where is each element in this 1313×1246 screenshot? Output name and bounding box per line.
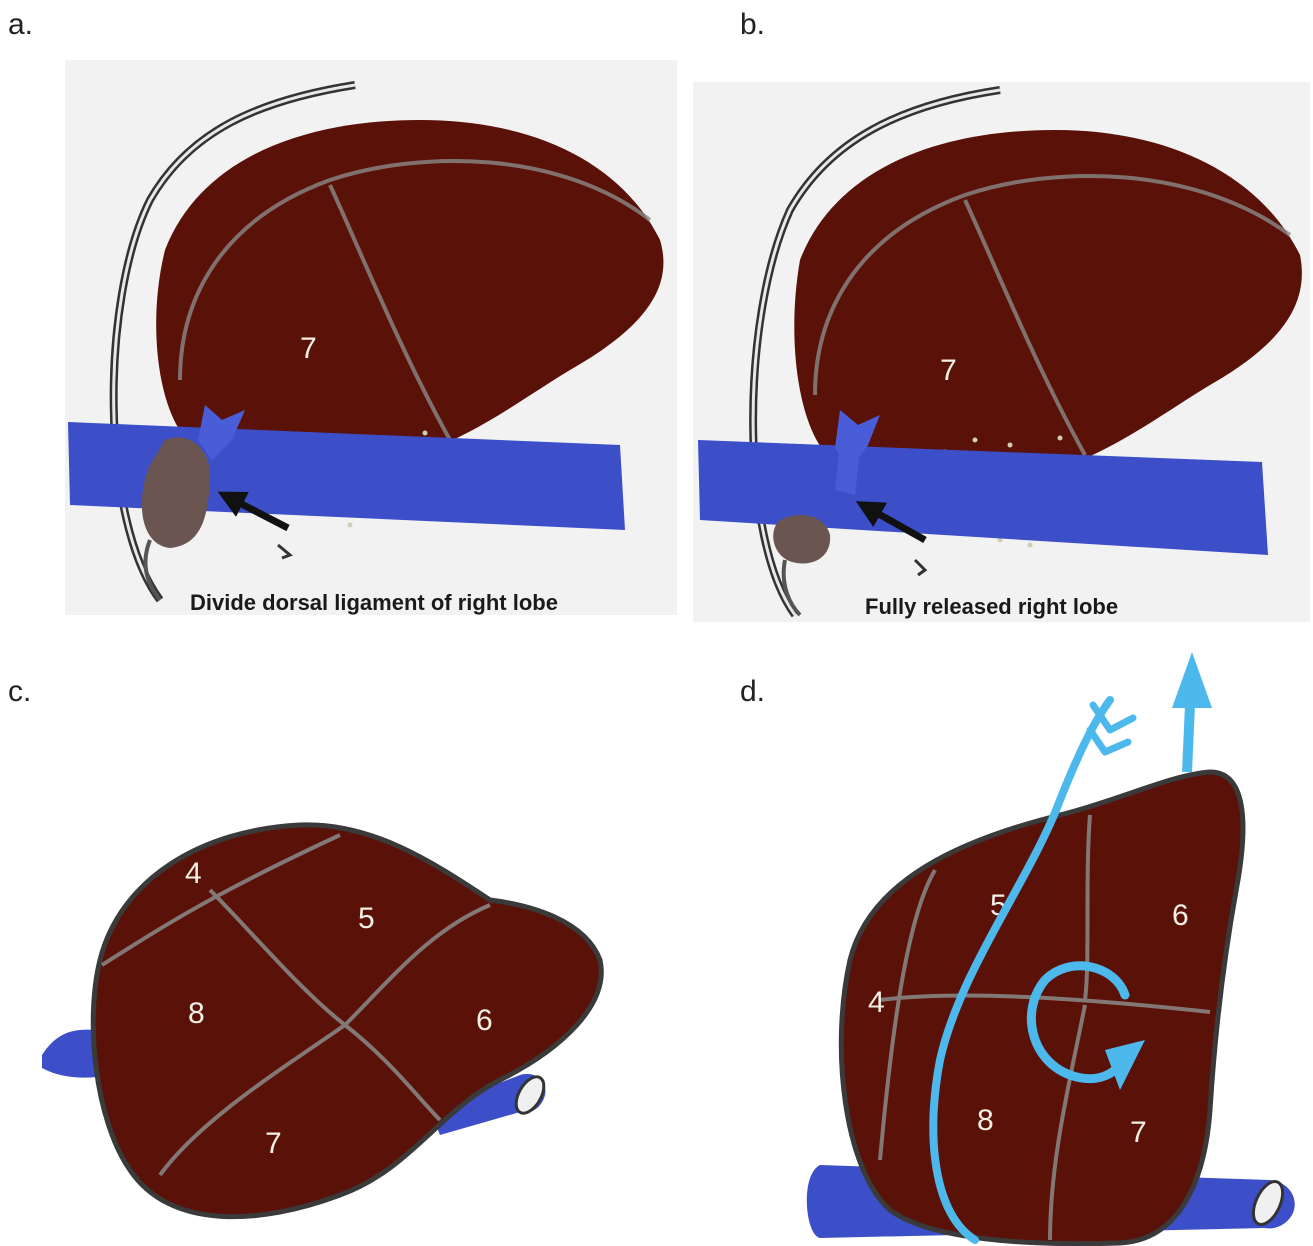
segment-7-label: 7 bbox=[265, 1127, 282, 1160]
segment-7-label: 7 bbox=[300, 332, 317, 365]
panel-c: 4 5 8 6 7 bbox=[42, 825, 601, 1217]
segment-6-label: 6 bbox=[476, 1004, 493, 1037]
panel-b: 7 bbox=[693, 82, 1310, 622]
segment-5-label: 5 bbox=[358, 902, 375, 935]
panel-a: 7 bbox=[65, 60, 677, 615]
segment-4-label: 4 bbox=[868, 986, 885, 1019]
arrow-feather bbox=[1093, 705, 1133, 730]
segment-7-label: 7 bbox=[1130, 1116, 1147, 1149]
segment-6-label: 6 bbox=[1172, 899, 1189, 932]
upward-arrow bbox=[1187, 705, 1190, 772]
panel-a-caption: Divide dorsal ligament of right lobe bbox=[190, 590, 558, 616]
panel-b-caption: Fully released right lobe bbox=[865, 594, 1118, 620]
upward-arrow-head bbox=[1172, 652, 1212, 708]
segment-4-label: 4 bbox=[185, 857, 202, 890]
panel-d: 5 6 4 8 7 bbox=[807, 652, 1295, 1244]
segment-8-label: 8 bbox=[188, 997, 205, 1030]
segment-8-label: 8 bbox=[977, 1104, 994, 1137]
segment-7-label: 7 bbox=[940, 354, 957, 387]
